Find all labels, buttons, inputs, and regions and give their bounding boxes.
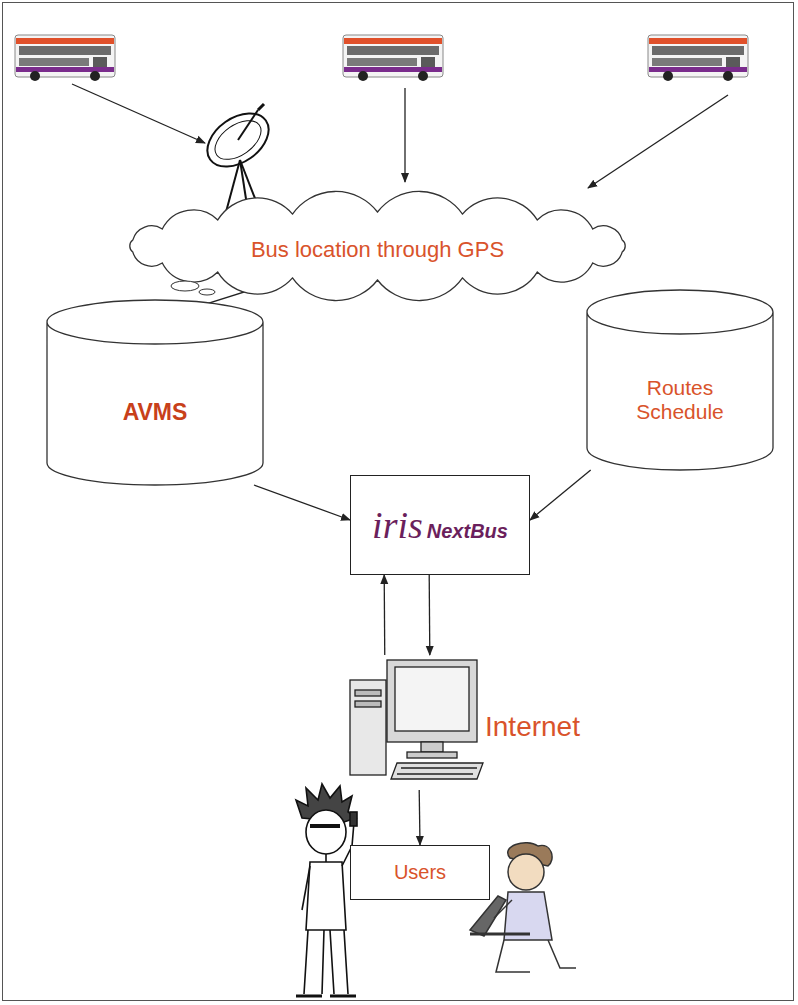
computer-illustration [350, 660, 483, 779]
bus-signal-arrow [588, 95, 728, 188]
user-standing-with-phone [310, 824, 340, 828]
user-with-laptop [494, 900, 512, 918]
computer-part [397, 768, 477, 774]
bus-signal-arrow [72, 84, 205, 143]
nextbus-box-text: NextBus [427, 520, 508, 543]
user-standing-with-phone [296, 784, 357, 996]
bus-illustration [15, 35, 748, 81]
cloud-outline [130, 191, 625, 300]
user-standing-with-phone [306, 862, 346, 930]
users-box-text: Users [394, 861, 446, 884]
bus-illustration [648, 35, 748, 81]
computer-part [350, 680, 386, 775]
user-standing-with-phone [304, 930, 348, 994]
user-standing-with-phone [325, 854, 327, 862]
user-with-laptop [470, 896, 506, 936]
avms-database: AVMS [45, 300, 265, 485]
satellite-dish [238, 110, 258, 140]
flow-arrow [429, 575, 431, 655]
computer-part [395, 667, 469, 731]
user-with-laptop [496, 940, 576, 972]
user-with-laptop [470, 933, 530, 936]
computer-part [407, 752, 457, 758]
cloud-puff [171, 281, 199, 291]
user-standing-with-phone [296, 995, 356, 998]
computer-part [387, 660, 477, 742]
computer-part [421, 742, 443, 752]
user-standing-with-phone [306, 810, 346, 854]
user-standing-with-phone [302, 866, 310, 910]
avms-database-text: AVMS [123, 399, 188, 425]
cylinder-outline [587, 290, 773, 470]
satellite-dish [258, 104, 264, 110]
gps-cloud: Bus location through GPS [115, 200, 640, 300]
bus-signal-arrow [404, 88, 405, 182]
computer-part [355, 690, 381, 696]
flow-arrow [419, 790, 421, 845]
bus-illustration [343, 35, 443, 81]
bus-signal-arrow [72, 84, 728, 188]
flow-arrow [530, 470, 591, 520]
nextbus-box-text: iris [372, 504, 423, 548]
user-standing-with-phone [350, 812, 357, 826]
internet-computer: Internet [345, 655, 610, 790]
routes-database: Routes Schedule [585, 290, 775, 470]
avms-database-outline [45, 300, 265, 485]
computer-part [391, 763, 483, 779]
routes-database-text: Routes Schedule [615, 376, 745, 424]
gps-cloud-text: Bus location through GPS [251, 237, 504, 262]
user-with-laptop [508, 854, 544, 890]
satellite-dish [198, 102, 279, 212]
bus-illustration [15, 35, 115, 81]
nextbus-box: irisNextBus [350, 475, 530, 575]
users-box: Users [350, 845, 490, 900]
user-standing-with-phone [322, 930, 334, 994]
cylinder-outline [47, 300, 263, 485]
flow-arrow [254, 485, 350, 520]
cloud-puff [199, 289, 215, 295]
internet-computer-text: Internet [485, 711, 580, 743]
flow-arrow [384, 575, 386, 655]
computer-part [355, 701, 381, 707]
